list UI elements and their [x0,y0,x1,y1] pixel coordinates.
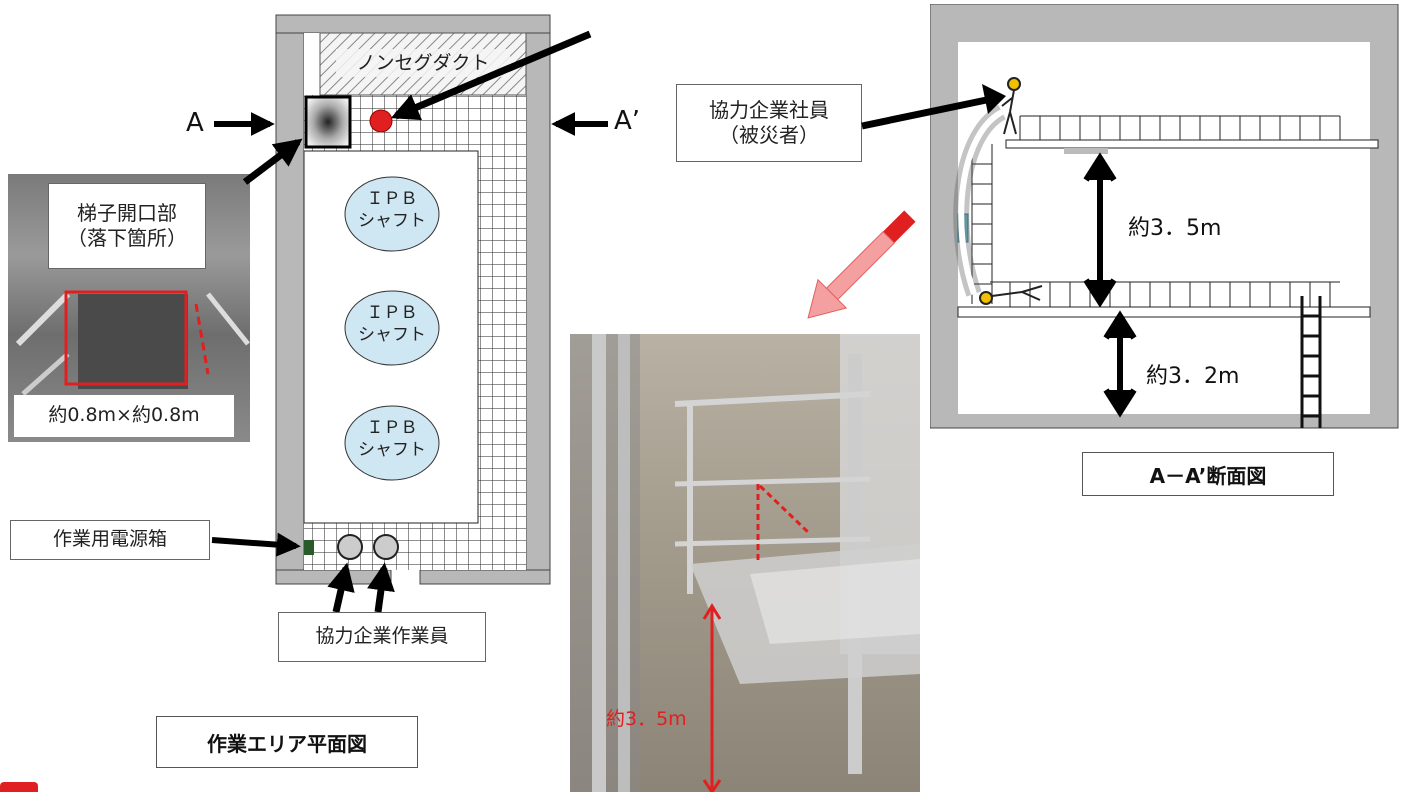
worker-plan-1 [337,534,363,560]
arrow-to-worker-2 [367,562,395,613]
power-box-label: 作業用電源箱 [10,520,210,560]
ipb-shaft-1 [344,176,440,252]
ipb-shaft-2-line1: ＩＰＢ [366,303,418,323]
height-arrow-lower [1103,310,1137,418]
ipb-shaft-2-label: ＩＰＢ シャフト [345,302,439,346]
height-upper-label: 約3．5m [1128,216,1222,241]
section-title: A－A’断面図 [1082,452,1334,496]
section-upper-deck [1005,139,1379,149]
arrow-to-opening [242,138,303,185]
ladder-photo-caption: 約0.8m×約0.8m [14,395,234,437]
site-photo [570,334,920,792]
victim-position-dot [369,109,393,133]
section-lower-railing [990,281,1340,307]
arrow-to-victim-dot [390,30,592,121]
plan-title: 作業エリア平面図 [156,716,418,768]
ipb-shaft-1-line1: ＩＰＢ [366,189,418,209]
plan-grating-right [478,95,526,525]
ipb-shaft-1-label: ＩＰＢ シャフト [345,188,439,232]
marker-a: A [186,108,204,138]
ladder-opening-line2: （落下箇所） [67,226,187,250]
ipb-shaft-3 [344,405,440,481]
victim-figure-after [979,285,1043,305]
height-lower-label: 約3．2m [1146,364,1240,389]
worker-plan-2 [373,534,399,560]
ipb-shaft-3-line1: ＩＰＢ [366,418,418,438]
plan-wall-right [525,32,551,574]
arrow-to-victim [861,84,1006,130]
plan-wall-bottom-left [275,569,392,585]
red-pencil-arrow [807,210,916,319]
photo-edge-mark-2 [758,484,812,536]
section-upper-railing [1019,115,1341,140]
arrow-to-worker-1 [327,562,355,613]
ipb-shaft-3-line2: シャフト [358,440,426,460]
ipb-shaft-3-label: ＩＰＢ シャフト [345,417,439,461]
workers-label: 協力企業作業員 [278,612,486,662]
section-view [930,4,1399,429]
logo-fragment [0,782,38,792]
victim-label-line1: 協力企業社員 [709,98,829,122]
plan-wall-top [275,14,551,34]
plan-wall-bottom-right [419,569,551,585]
photo-height-label: 約3．5m [606,708,687,730]
height-arrow-upper [1083,152,1117,308]
ipb-shaft-2-line2: シャフト [358,325,426,345]
section-ladder-lower [1300,296,1322,428]
marker-a-prime: A’ [614,106,641,136]
ipb-shaft-2 [344,290,440,366]
ipb-shaft-1-line2: シャフト [358,211,426,231]
victim-label: 協力企業社員 （被災者） [676,84,862,162]
duct-label: ノンセグダクト [356,52,490,74]
section-lower-deck [957,306,1371,318]
ladder-opening-line1: 梯子開口部 [77,201,177,225]
ladder-opening-label: 梯子開口部 （落下箇所） [48,183,206,269]
power-box-plan [304,540,314,555]
ladder-opening-plan [304,95,352,149]
victim-figure-before [1001,77,1021,135]
plan-wall-left [275,32,305,574]
arrow-to-power-box [211,532,301,557]
victim-label-line2: （被災者） [719,123,819,147]
